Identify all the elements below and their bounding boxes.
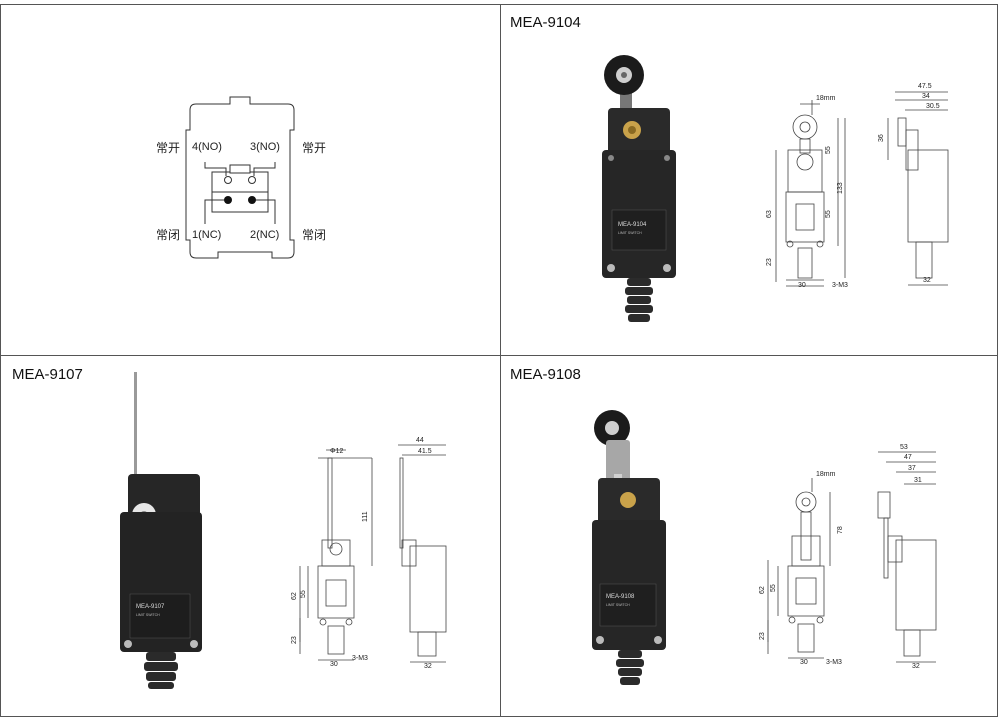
- nc-contact-left: [224, 196, 232, 204]
- mea-9104-dim-32: 32: [923, 277, 931, 284]
- no-contact-left: [224, 176, 232, 184]
- mea-9108-dim-32: 32: [912, 663, 920, 670]
- mea-9107-dim-62: 62: [291, 592, 298, 600]
- panel-title-mea-9107: MEA-9107: [12, 366, 83, 383]
- mea-9104-plate-model: MEA-9104: [618, 222, 647, 228]
- contact-tab: [229, 164, 251, 174]
- mea-9108-dim-62: 62: [759, 586, 766, 594]
- mea-9104-side-drawing: [887, 91, 949, 286]
- mea-9104-graphics: MEA-9104 LIMIT SWITCH: [602, 55, 949, 322]
- mea-9108-dim-37: 37: [908, 465, 916, 472]
- label-normally-open-right: 常开: [302, 141, 326, 155]
- mea-9104-dim-55a: 55: [825, 146, 832, 154]
- mea-9107-dim-55: 55: [300, 590, 307, 598]
- mea-9104-dim-3m3: 3-M3: [832, 282, 848, 289]
- mea-9107-dim-3m3: 3-M3: [352, 655, 368, 662]
- mea-9107-plate-sub: LIMIT SWITCH: [136, 613, 160, 617]
- panel-divider-horizontal: [0, 355, 998, 356]
- mea-9108-dim-78: 78: [837, 526, 844, 534]
- panel-grid-border: [0, 4, 998, 717]
- mea-9107-graphics: MEA-9107 LIMIT SWITCH Φ12: [120, 372, 447, 689]
- mea-9107-product-photo: MEA-9107 LIMIT SWITCH: [120, 372, 202, 689]
- mea-9108-front-drawing: [767, 478, 831, 659]
- mea-9108-product-photo: MEA-9108 LIMIT SWITCH: [592, 410, 666, 685]
- lead-1: [204, 199, 226, 224]
- lead-4: [204, 162, 227, 176]
- mea-9107-plate-model: MEA-9107: [136, 604, 165, 610]
- terminal-2-label: 2(NC): [250, 229, 279, 241]
- mea-9104-front-drawing: [775, 100, 846, 287]
- switch-outline: [185, 96, 295, 259]
- mea-9108-dim-3m3: 3-M3: [826, 659, 842, 666]
- mea-9108-dim-31: 31: [914, 477, 922, 484]
- mea-9107-side-drawing: [398, 444, 447, 663]
- mea-9108-dim-30: 30: [800, 659, 808, 666]
- mea-9104-dim-34: 34: [922, 93, 930, 100]
- mea-9104-dim-55b: 55: [825, 210, 832, 218]
- mea-9107-dim-23: 23: [291, 636, 298, 644]
- mea-9107-dim-41-5: 41.5: [418, 448, 432, 455]
- mea-9108-dim-55: 55: [770, 584, 777, 592]
- mea-9107-dim-30: 30: [330, 661, 338, 668]
- mea-9104-dim-30: 30: [798, 282, 806, 289]
- mea-9104-dim-23: 23: [766, 258, 773, 266]
- panel-divider-vertical: [500, 4, 501, 717]
- terminal-4-label: 4(NO): [192, 141, 222, 153]
- nc-contact-right: [248, 196, 256, 204]
- mea-9107-dim-111: 111: [362, 511, 369, 522]
- mea-9104-plate-sub: LIMIT SWITCH: [618, 231, 642, 235]
- mea-9107-front-drawing: [299, 449, 373, 661]
- mea-9104-product-photo: MEA-9104 LIMIT SWITCH: [602, 55, 676, 322]
- mea-9104-dim-133: 133: [837, 182, 844, 194]
- wiring-diagram: 常开 常开 常闭 常闭 4(NO) 3(NO) 1(NC) 2(NC): [156, 96, 326, 259]
- mea-9108-plate-sub: LIMIT SWITCH: [606, 603, 630, 607]
- mea-9104-dim-47-5: 47.5: [918, 83, 932, 90]
- mea-9108-dim-18mm: 18mm: [816, 471, 836, 478]
- mea-9107-dim-phi12: Φ12: [330, 448, 343, 455]
- lead-3: [253, 162, 276, 176]
- mea-9108-side-drawing: [877, 451, 937, 663]
- terminal-3-label: 3(NO): [250, 141, 280, 153]
- mea-9104-dim-18mm: 18mm: [816, 95, 836, 102]
- panel-title-mea-9108: MEA-9108: [510, 366, 581, 383]
- mea-9104-dim-63: 63: [766, 210, 773, 218]
- mea-9108-plate-model: MEA-9108: [606, 594, 635, 600]
- label-normally-open-left: 常开: [156, 141, 180, 155]
- mea-9108-dim-23: 23: [759, 632, 766, 640]
- no-contact-right: [248, 176, 256, 184]
- mea-9108-dim-53: 53: [900, 444, 908, 451]
- lead-2: [254, 199, 276, 224]
- mea-9107-dim-32: 32: [424, 663, 432, 670]
- mea-9104-dim-36: 36: [878, 134, 885, 142]
- label-normally-closed-right: 常闭: [302, 228, 326, 242]
- mea-9108-dim-47: 47: [904, 454, 912, 461]
- mea-9104-dim-30-5: 30.5: [926, 103, 940, 110]
- mea-9107-dim-44: 44: [416, 437, 424, 444]
- label-normally-closed-left: 常闭: [156, 228, 180, 242]
- panel-title-mea-9104: MEA-9104: [510, 14, 581, 31]
- terminal-1-label: 1(NC): [192, 229, 221, 241]
